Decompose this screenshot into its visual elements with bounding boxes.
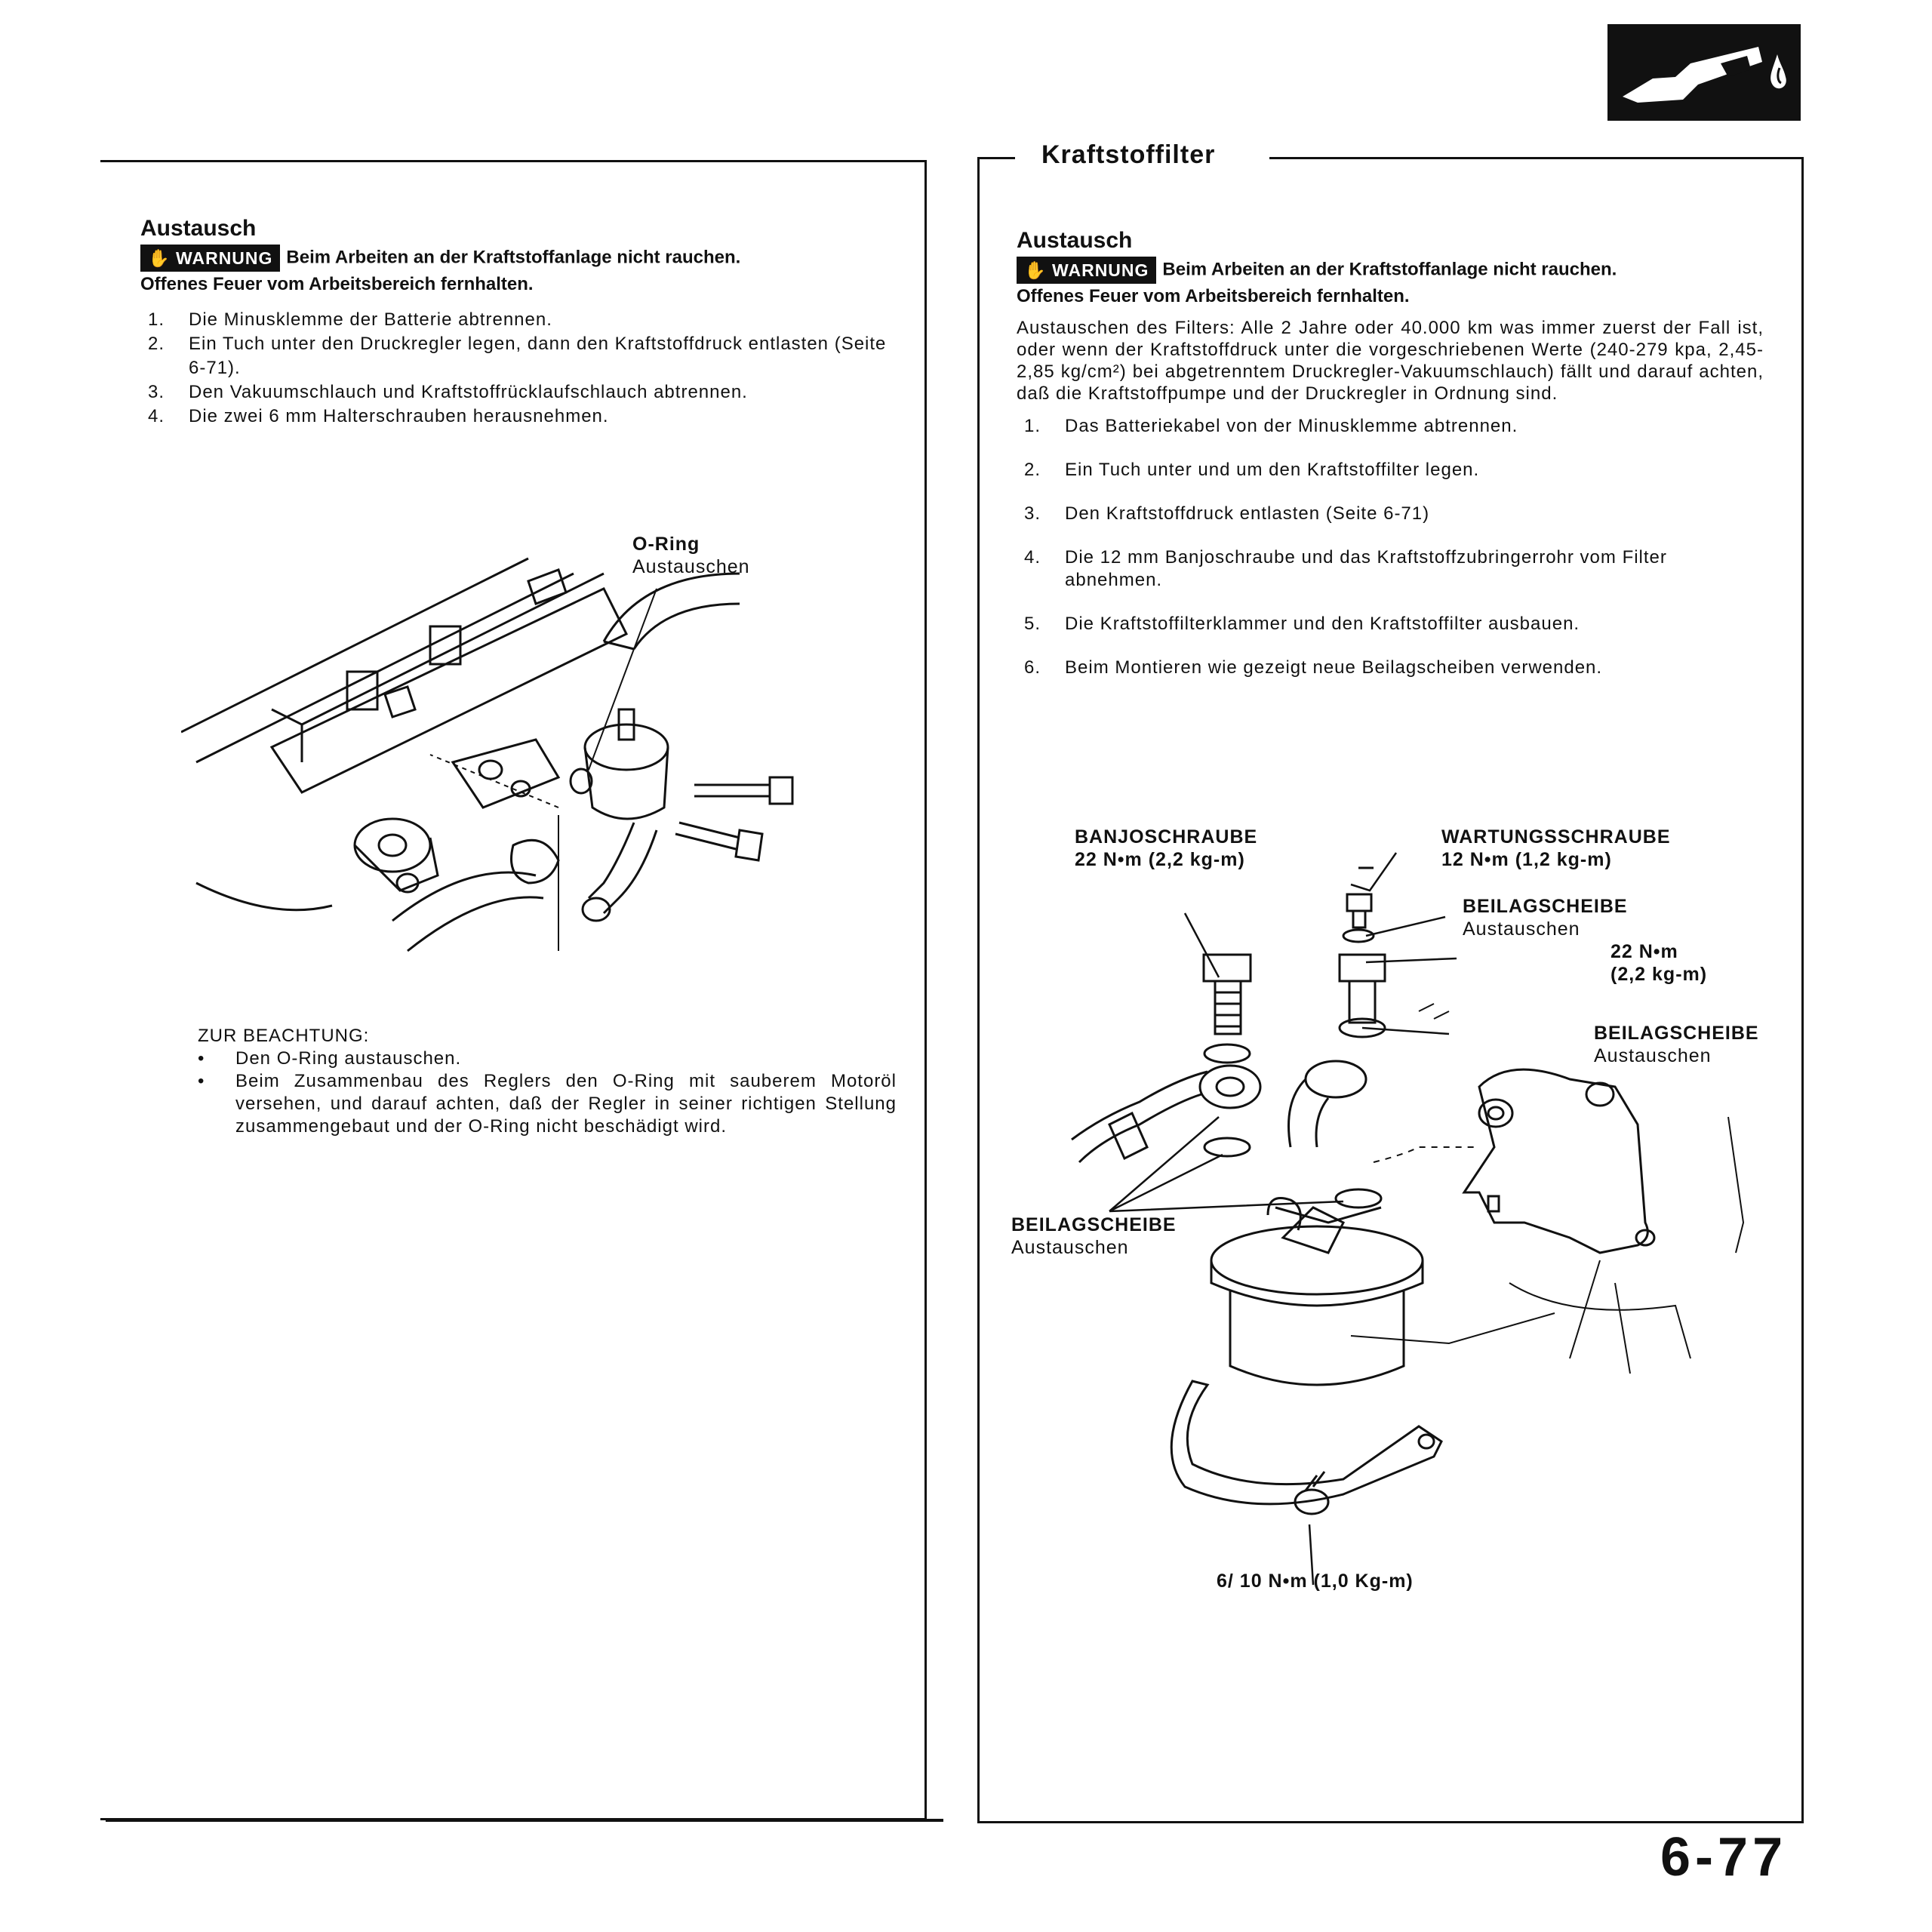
- washer-label-1: BEILAGSCHEIBE Austauschen: [1463, 895, 1628, 940]
- washer-label-3: BEILAGSCHEIBE Austauschen: [1011, 1214, 1177, 1259]
- service-bolt-label: WARTUNGSSCHRAUBE 12 N•m (1,2 kg-m): [1441, 826, 1671, 871]
- banjo-bolt-title: BANJOSCHRAUBE: [1075, 826, 1258, 848]
- banjo-bolt-label: BANJOSCHRAUBE 22 N•m (2,2 kg-m): [1075, 826, 1257, 871]
- bottom-bolt-torque-label: 6/ 10 N•m (1,0 Kg-m): [1217, 1571, 1414, 1592]
- right-warning-line1: Beim Arbeiten an der Kraftstoffanlage ni…: [1162, 259, 1617, 280]
- washer-label-1-sub: Austauschen: [1463, 918, 1580, 940]
- list-item: 3.Den Vakuumschlauch und Kraftstoffrückl…: [148, 382, 748, 402]
- banjo-bolt-torque: 22 N•m (2,2 kg-m): [1075, 849, 1245, 870]
- service-bolt-title: WARTUNGSSCHRAUBE: [1441, 826, 1671, 848]
- washer-label-2: BEILAGSCHEIBE Austauschen: [1594, 1022, 1759, 1067]
- list-item: 4.Die zwei 6 mm Halterschrauben herausne…: [148, 406, 609, 426]
- section-title: Kraftstoffilter: [1035, 140, 1222, 170]
- page-number: 6-77: [1660, 1827, 1788, 1887]
- left-bottom-rule: [106, 1819, 943, 1822]
- list-item: 1.Das Batteriekabel von der Minusklemme …: [1024, 416, 1518, 436]
- right-top-rule-right: [1269, 157, 1804, 159]
- washer-label-3-sub: Austauschen: [1011, 1237, 1129, 1258]
- torque-22-b: (2,2 kg-m): [1611, 964, 1708, 985]
- torque-22-label: 22 N•m (2,2 kg-m): [1611, 940, 1707, 986]
- right-intro: Austauschen des Filters: Alle 2 Jahre od…: [1017, 318, 1764, 404]
- list-item: Den O-Ring austauschen.: [198, 1048, 897, 1070]
- left-note: ZUR BEACHTUNG: Den O-Ring austauschen. B…: [198, 1025, 897, 1138]
- list-item: 3.Den Kraftstoffdruck entlasten (Seite 6…: [1024, 503, 1430, 524]
- list-item: 4.Die 12 mm Banjoschraube und das Krafts…: [1024, 547, 1667, 590]
- washer-label-3-title: BEILAGSCHEIBE: [1011, 1214, 1177, 1235]
- fuel-filter-diagram: [1071, 852, 1745, 1586]
- right-warning-badge: ✋ WARNUNG: [1017, 257, 1157, 284]
- list-item: Beim Zusammenbau des Reglers den O-Ring …: [198, 1070, 897, 1138]
- left-warning-line1: Beim Arbeiten an der Kraftstoffanlage ni…: [286, 247, 741, 268]
- list-item: 2.Ein Tuch unter und um den Kraftstoffil…: [1024, 460, 1480, 480]
- service-bolt-torque: 12 N•m (1,2 kg-m): [1441, 849, 1612, 870]
- right-top-rule-left: [977, 157, 1015, 159]
- list-item: 5.Die Kraftstoffilterklammer und den Kra…: [1024, 614, 1580, 634]
- washer-label-2-sub: Austauschen: [1594, 1045, 1712, 1066]
- left-steps: 1.Die Minusklemme der Batterie abtrennen…: [140, 308, 895, 429]
- torque-22-a: 22 N•m: [1611, 941, 1678, 962]
- right-heading: Austausch: [1017, 228, 1133, 253]
- left-warning-line2: Offenes Feuer vom Arbeitsbereich fernhal…: [140, 274, 534, 294]
- washer-label-1-title: BEILAGSCHEIBE: [1463, 896, 1628, 917]
- pressure-regulator-diagram: [181, 557, 794, 952]
- list-item: 6.Beim Montieren wie gezeigt neue Beilag…: [1024, 657, 1603, 678]
- right-steps: 1.Das Batteriekabel von der Minusklemme …: [1017, 415, 1764, 679]
- oring-label: O-Ring Austauschen: [632, 533, 750, 578]
- right-warning-line2: Offenes Feuer vom Arbeitsbereich fernhal…: [1017, 286, 1410, 306]
- list-item: 2.Ein Tuch unter den Druckregler legen, …: [148, 334, 887, 378]
- oring-label-sub: Austauschen: [632, 556, 750, 577]
- left-warning-badge: ✋ WARNUNG: [140, 245, 281, 272]
- list-item: 1.Die Minusklemme der Batterie abtrennen…: [148, 309, 552, 330]
- fuel-pump-icon: [1607, 24, 1801, 121]
- oring-label-title: O-Ring: [632, 534, 700, 555]
- washer-label-2-title: BEILAGSCHEIBE: [1594, 1023, 1759, 1044]
- left-heading: Austausch: [140, 216, 257, 241]
- note-title: ZUR BEACHTUNG:: [198, 1026, 370, 1046]
- right-panel-frame: [977, 157, 1804, 1823]
